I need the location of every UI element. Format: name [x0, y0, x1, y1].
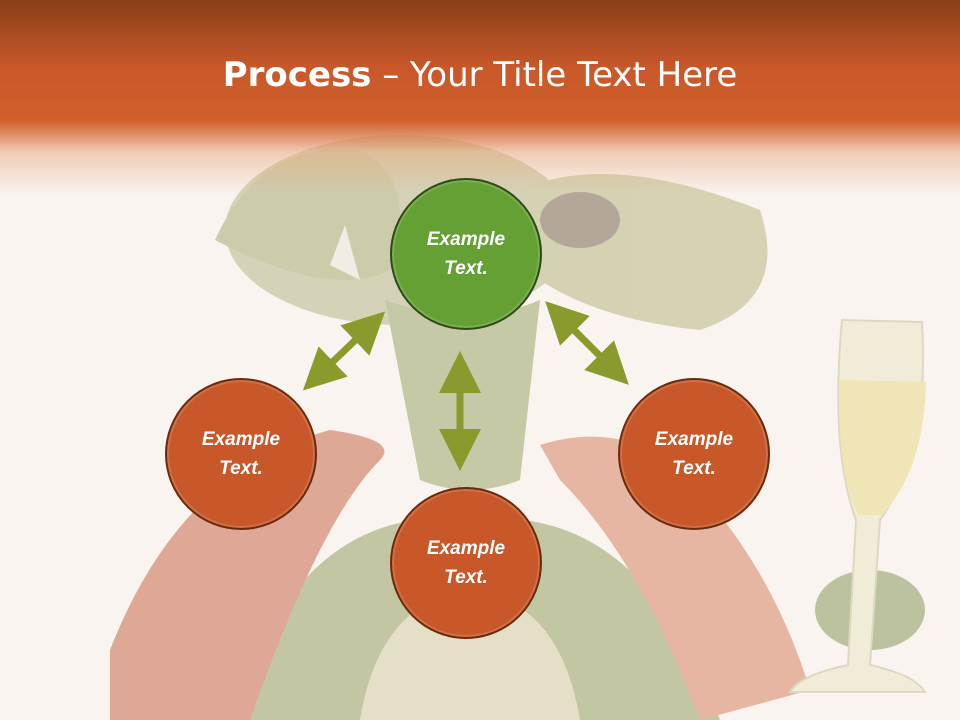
- champagne-liquid: [839, 380, 926, 515]
- process-node-right[interactable]: Example Text.: [618, 378, 770, 530]
- title-rest: – Your Title Text Here: [371, 55, 738, 95]
- cape-left: [110, 430, 385, 720]
- page-title: Process – Your Title Text Here: [0, 52, 960, 98]
- process-node-right-label: Example Text.: [654, 429, 734, 479]
- process-node-top-label: Example Text.: [426, 229, 506, 279]
- dragon-eye: [540, 192, 620, 248]
- process-node-bottom[interactable]: Example Text.: [390, 487, 542, 639]
- dragon-tooth: [330, 225, 360, 280]
- process-node-top[interactable]: Example Text.: [390, 178, 542, 330]
- cape-right: [540, 436, 810, 720]
- process-node-left-label: Example Text.: [201, 429, 281, 479]
- title-banner: [0, 0, 960, 195]
- process-node-left[interactable]: Example Text.: [165, 378, 317, 530]
- title-bold: Process: [222, 55, 372, 95]
- dragon-belly: [360, 590, 580, 720]
- process-node-bottom-label: Example Text.: [426, 538, 506, 588]
